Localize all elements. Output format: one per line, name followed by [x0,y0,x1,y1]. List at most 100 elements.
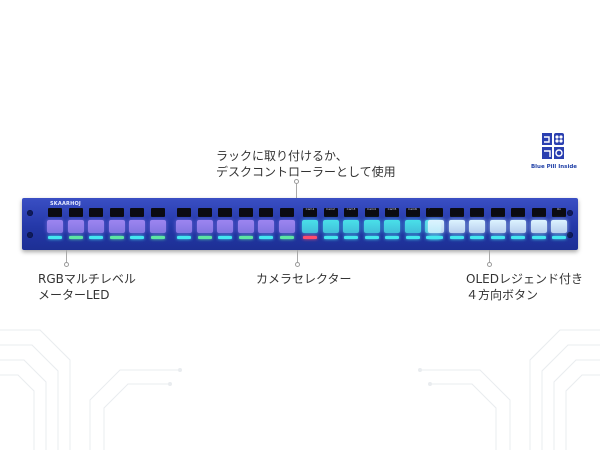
meter-led [48,236,62,239]
panel-button[interactable] [551,220,567,233]
panel-button[interactable] [108,220,125,233]
callout-mounting: ラックに取り付けるか、 デスクコントローラーとして使用 [216,148,396,180]
panel-button[interactable] [510,220,526,233]
pin-led [66,250,67,266]
blue-pill-logo-icon [542,133,564,159]
panel-button[interactable] [404,220,421,233]
panel-button[interactable] [149,220,166,233]
pin-dot-oled [486,262,492,267]
panel-button[interactable] [363,220,380,233]
callout-mounting-line2: デスクコントローラーとして使用 [216,165,396,179]
meter-led [238,236,253,239]
oled-display [177,208,191,217]
callout-oled-line2: ４方向ボタン [466,288,539,302]
meter-led [279,236,294,239]
meter-led [385,236,399,239]
pin-mounting [296,182,297,198]
mount-hole [567,210,573,216]
panel-button[interactable] [302,220,318,233]
oled-display: Cam1 [303,208,317,217]
oled-display [150,208,165,217]
mount-hole [27,232,33,238]
meter-led [130,236,144,239]
meter-led [218,236,232,239]
oled-display: Cam6 [405,208,420,217]
panel-button[interactable] [237,220,254,233]
panel-button[interactable] [448,220,465,233]
pin-camera [297,250,298,266]
oled-display: Cam2 [323,208,338,217]
oled-display [279,208,294,217]
panel-button[interactable] [322,220,339,233]
oled-display [490,208,505,217]
panel-button[interactable] [196,220,213,233]
oled-display [197,208,212,217]
oled-display [238,208,253,217]
rack-ear-right [565,206,575,242]
panel-button[interactable] [258,220,274,233]
rack-ear-left [25,206,35,242]
meter-led [470,236,484,239]
callout-led: RGBマルチレベル メーターLED [38,271,136,303]
oled-display [531,208,546,217]
panel-button[interactable] [176,220,192,233]
panel-button[interactable] [489,220,506,233]
meter-led [429,236,443,239]
callout-camera: カメラセレクター [256,272,352,286]
oled-display [511,208,525,217]
panel-button[interactable] [129,220,145,233]
oled-label: Cam1 [305,208,315,211]
meter-led [552,236,566,239]
pin-oled [489,250,490,266]
panel-button[interactable] [384,220,400,233]
oled-display [48,208,62,217]
meter-led [177,236,191,239]
panel-button[interactable] [530,220,547,233]
oled-display [470,208,484,217]
rack-panel: SKAARHOJ Cam1Cam2Cam3Cam4Cam5Cam6Cam7On [22,198,578,250]
device-brand: SKAARHOJ [50,201,81,207]
meter-led [364,236,379,239]
meter-led [109,236,124,239]
panel-button[interactable] [428,220,444,233]
panel-button[interactable] [88,220,104,233]
mount-hole [567,232,573,238]
callout-oled: OLEDレジェンド付き ４方向ボタン [466,271,583,303]
mount-hole [27,210,33,216]
oled-display: On [552,208,566,217]
oled-label: On [556,208,562,211]
panel-button[interactable] [217,220,233,233]
meter-led [89,236,103,239]
callout-led-line1: RGBマルチレベル [38,272,136,286]
meter-led [405,236,420,239]
pin-dot-led [63,262,69,267]
oled-display [109,208,124,217]
oled-display [259,208,273,217]
oled-display [429,208,443,217]
logo-text: Blue Pill Inside [530,164,578,170]
oled-display: Cam4 [364,208,379,217]
oled-label: Cam3 [346,208,356,211]
meter-led [531,236,546,239]
oled-display: Cam5 [385,208,399,217]
meter-led [449,236,464,239]
panel-button[interactable] [67,220,84,233]
pin-dot-mounting [293,179,299,184]
panel-button[interactable] [47,220,63,233]
meter-led [490,236,505,239]
callout-led-line2: メーターLED [38,288,110,302]
panel-button[interactable] [278,220,295,233]
oled-label: Cam4 [367,208,376,211]
oled-display [130,208,144,217]
meter-led [150,236,165,239]
meter-led [197,236,212,239]
panel-button[interactable] [343,220,359,233]
meter-led [303,236,317,239]
meter-led [259,236,273,239]
panel-button[interactable] [469,220,485,233]
oled-display [68,208,83,217]
oled-display: Cam3 [344,208,358,217]
meter-led [68,236,83,239]
oled-label: Cam2 [326,208,335,211]
